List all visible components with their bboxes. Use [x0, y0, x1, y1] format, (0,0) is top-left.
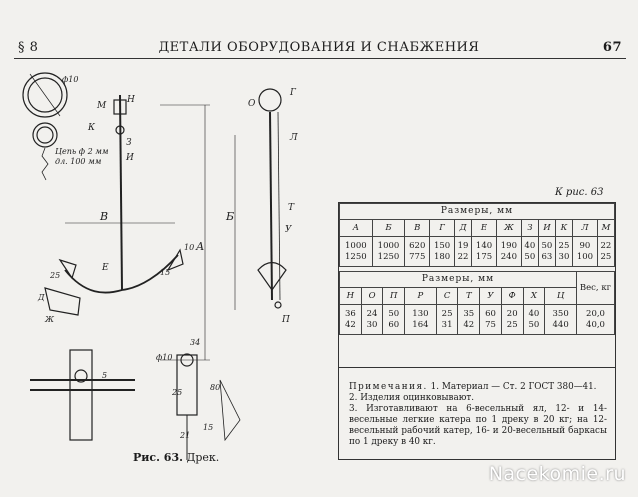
- svg-text:5: 5: [102, 371, 107, 380]
- svg-text:Г: Г: [289, 88, 297, 98]
- shackle: [176, 354, 198, 416]
- svg-text:21: 21: [179, 431, 190, 440]
- fluke-detail: [44, 287, 81, 316]
- svg-text:О: О: [248, 99, 256, 109]
- figure-caption: Рис. 63. Дрек.: [133, 451, 219, 464]
- svg-text:Ж: Ж: [44, 315, 55, 324]
- chain: [41, 147, 49, 181]
- svg-text:34: 34: [190, 338, 200, 347]
- svg-text:П: П: [281, 315, 290, 325]
- pin-body: [69, 349, 93, 441]
- ring-small: [32, 122, 58, 148]
- svg-text:ф10: ф10: [156, 353, 172, 362]
- svg-text:М: М: [96, 101, 107, 111]
- shank-head: [113, 99, 127, 115]
- svg-text:К: К: [87, 123, 96, 133]
- page-title: ДЕТАЛИ ОБОРУДОВАНИЯ И СНАБЖЕНИЯ: [158, 40, 480, 55]
- anchor-arm-right: [121, 254, 179, 291]
- svg-text:Н: Н: [126, 95, 135, 105]
- svg-text:15: 15: [160, 268, 170, 277]
- ring-large-inner: [27, 77, 63, 113]
- svg-text:25: 25: [49, 271, 60, 280]
- section-number: § 8: [18, 40, 39, 55]
- svg-text:10: 10: [184, 243, 194, 252]
- anchor-drawing: Цепь ф 2 мм дл. 100 мм А В Н М К З И Е 1…: [22, 72, 298, 460]
- weight-header: Вес, кг: [576, 271, 615, 305]
- chain-note-2: дл. 100 мм: [55, 157, 102, 166]
- fluke-right: [166, 248, 184, 272]
- svg-text:Т: Т: [288, 203, 295, 213]
- fluke-left: [58, 258, 77, 280]
- watermark: Nacekomie.ru: [488, 463, 626, 485]
- note-2: 2. Изделия оцинковывают.: [349, 393, 475, 403]
- svg-text:И: И: [125, 153, 134, 163]
- figure-number: Рис. 63.: [133, 451, 183, 464]
- reference-note: К рис. 63: [555, 187, 604, 198]
- svg-text:80: 80: [210, 383, 220, 392]
- note-3: 3. Изготавливают на 6-весельный ял, 12- …: [349, 404, 607, 447]
- svg-text:Б: Б: [225, 210, 234, 223]
- svg-text:ф10: ф10: [62, 75, 78, 84]
- figure-title: Дрек.: [186, 451, 220, 464]
- side-fluke: [257, 261, 287, 292]
- side-shank: [269, 111, 273, 301]
- ring-large: [22, 72, 68, 118]
- svg-text:15: 15: [203, 423, 213, 432]
- table1-caption: Размеры, мм: [339, 203, 615, 220]
- ring-small-inner: [36, 126, 54, 144]
- label-A: А: [195, 240, 204, 253]
- notes-title: Примечания.: [349, 382, 428, 392]
- svg-text:Л: Л: [289, 133, 298, 143]
- table2-caption: Размеры, мм: [339, 271, 577, 288]
- svg-text:З: З: [126, 138, 132, 148]
- page-number: 67: [602, 40, 622, 55]
- note-1: 1. Материал — Ст. 2 ГОСТ 380—41.: [430, 382, 597, 392]
- svg-text:Е: Е: [101, 263, 109, 273]
- notes-block: Примечания. 1. Материал — Ст. 2 ГОСТ 380…: [338, 368, 616, 460]
- svg-text:Д: Д: [37, 293, 45, 302]
- label-B: В: [99, 210, 108, 223]
- svg-text:25: 25: [171, 388, 182, 397]
- header-rule: [14, 58, 626, 59]
- svg-text:У: У: [285, 225, 293, 235]
- weight-values: 20,0 40,0: [576, 304, 615, 335]
- side-ring: [258, 88, 282, 112]
- anchor-shank: [119, 94, 123, 291]
- chain-note-1: Цепь ф 2 мм: [55, 147, 109, 156]
